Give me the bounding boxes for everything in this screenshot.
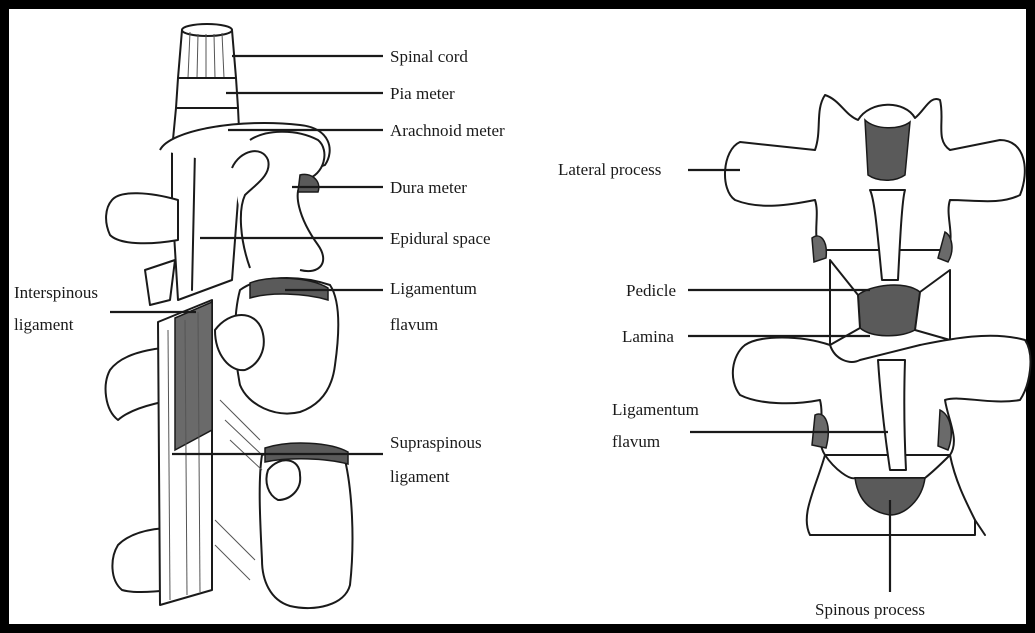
right-ligamentum-flavum-label-line1: Ligamentum <box>612 400 699 419</box>
spinal-cord-label: Spinal cord <box>390 47 468 66</box>
posterior-upper-vertebra <box>725 95 1025 280</box>
interspinous-label-line1: Interspinous <box>14 283 98 302</box>
interspinous-label-line2: ligament <box>14 315 74 334</box>
left-spine-illustration <box>106 24 353 608</box>
lateral-process-label: Lateral process <box>558 160 661 179</box>
right-spine-illustration <box>725 95 1030 535</box>
surface-shading <box>215 400 262 580</box>
pedicle-label: Pedicle <box>626 281 676 300</box>
supraspinous-label-line2: ligament <box>390 467 450 486</box>
supraspinous-label-line1: Supraspinous <box>390 433 482 452</box>
dura-meter-label: Dura meter <box>390 178 467 197</box>
ligamentum-flavum-label-line2: flavum <box>390 315 438 334</box>
middle-vertebra <box>106 278 339 420</box>
lamina-label: Lamina <box>622 327 674 346</box>
epidural-space-label: Epidural space <box>390 229 491 248</box>
ligament-strip <box>158 300 212 605</box>
arachnoid-meter-label: Arachnoid meter <box>390 121 505 140</box>
spinous-process-label: Spinous process <box>815 600 925 619</box>
right-ligamentum-flavum-label-line2: flavum <box>612 432 660 451</box>
ligamentum-flavum-label-line1: Ligamentum <box>390 279 477 298</box>
pia-meter-label: Pia meter <box>390 84 455 103</box>
posterior-middle-vertebra <box>733 260 1031 470</box>
lower-vertebra <box>112 443 352 608</box>
